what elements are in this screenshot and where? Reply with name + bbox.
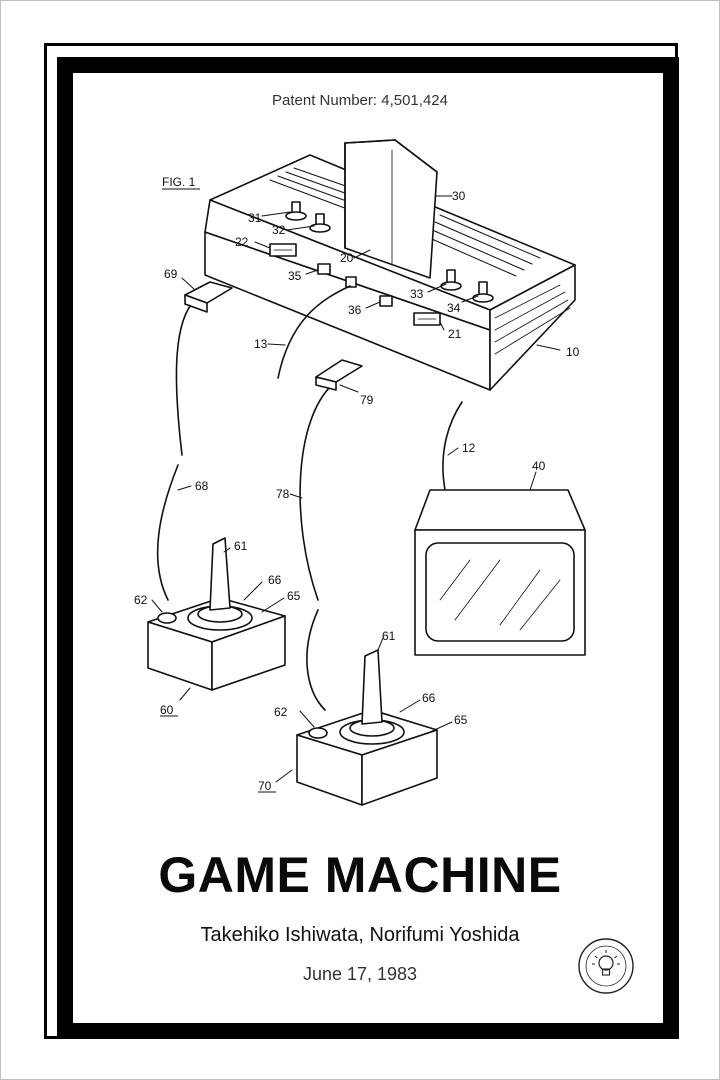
cable-68-upper (176, 300, 195, 455)
patent-number: Patent Number: 4,501,424 (0, 92, 720, 109)
patent-drawing: FIG. 1 10 12 13 20 21 22 30 31 32 33 34 … (73, 120, 647, 820)
ref-61a: 61 (234, 539, 248, 553)
ref-65a: 65 (287, 589, 301, 603)
ref-33: 33 (410, 287, 424, 301)
cable-78-upper (300, 385, 332, 600)
ref-36: 36 (348, 303, 362, 317)
ref-20: 20 (340, 251, 354, 265)
poster-title: GAME MACHINE (0, 846, 720, 904)
ref-34: 34 (447, 301, 461, 315)
ref-61b: 61 (382, 629, 396, 643)
ref-62b: 62 (274, 705, 288, 719)
ref-21: 21 (448, 327, 462, 341)
ref-70: 70 (258, 779, 272, 793)
cable-78-lower (307, 610, 325, 710)
ref-68: 68 (195, 479, 209, 493)
ref-35: 35 (288, 269, 302, 283)
ref-32: 32 (272, 223, 286, 237)
television (415, 490, 585, 655)
ref-66a: 66 (268, 573, 282, 587)
ref-30: 30 (452, 189, 466, 203)
ref-10: 10 (566, 345, 580, 359)
ref-78: 78 (276, 487, 290, 501)
figure-label: FIG. 1 (162, 175, 196, 189)
ref-60: 60 (160, 703, 174, 717)
ref-13: 13 (254, 337, 268, 351)
ref-69: 69 (164, 267, 178, 281)
joystick-60 (148, 538, 285, 690)
ref-12: 12 (462, 441, 476, 455)
game-console (205, 140, 575, 390)
lightbulb-icon (576, 936, 636, 996)
ref-66b: 66 (422, 691, 436, 705)
cable-68-lower (158, 465, 178, 600)
ref-79: 79 (360, 393, 374, 407)
ref-62a: 62 (134, 593, 148, 607)
ref-31: 31 (248, 211, 262, 225)
joystick-70 (297, 650, 437, 805)
ref-65b: 65 (454, 713, 468, 727)
ref-22: 22 (235, 235, 249, 249)
tv-cable (443, 402, 462, 490)
ref-40: 40 (532, 459, 546, 473)
